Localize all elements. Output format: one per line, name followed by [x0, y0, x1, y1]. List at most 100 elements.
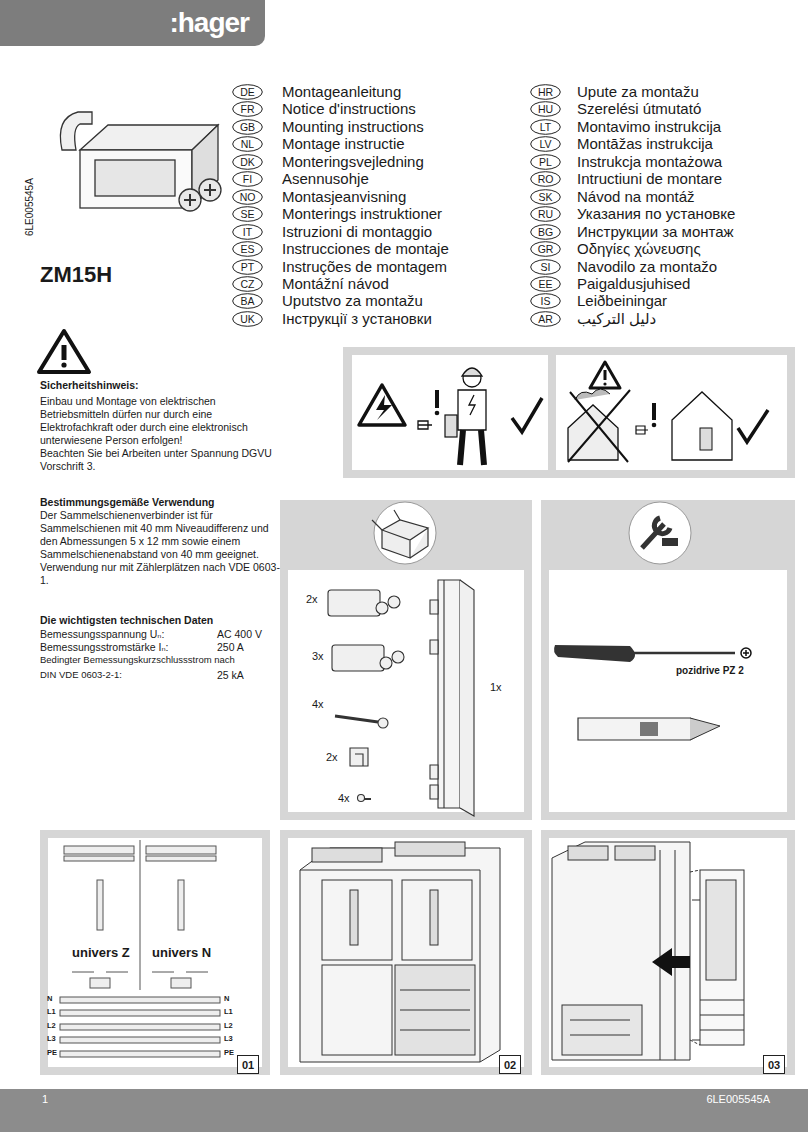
ellipse-outline [531, 277, 561, 292]
language-name: Montážní návod [282, 276, 389, 292]
product-image [60, 112, 221, 211]
ellipse-outline [233, 207, 263, 222]
ellipse-outline [531, 172, 561, 187]
language-entry: HR Upute za montažu [530, 84, 699, 100]
quantity-label: 1x [490, 680, 502, 694]
language-name: Montāžas instrukcija [577, 136, 713, 152]
language-name: Montage instructie [282, 136, 405, 152]
busbar-label: N [224, 994, 229, 1003]
step-number: 01 [237, 1055, 259, 1074]
language-entry: DE Montageanleitung [232, 84, 401, 100]
language-name: Указания по установке [577, 206, 735, 222]
busbar-label: L1 [47, 1007, 56, 1016]
language-name: Navodilo za montažo [577, 259, 717, 275]
language-name: Инструкции за монтаж [577, 224, 734, 240]
warning-symbol [39, 331, 89, 372]
language-code: HR [530, 84, 561, 100]
quantity-label: 4x [312, 697, 324, 711]
language-entry: SK Návod na montáž [530, 189, 695, 205]
language-code: RO [530, 171, 561, 187]
data-cell: 25 kA [217, 669, 244, 682]
step-number-text: 02 [504, 1059, 516, 1071]
language-name: Montageanleitung [282, 84, 401, 100]
language-code: RU [530, 206, 561, 222]
language-code: BG [530, 224, 561, 240]
busbar-label: L2 [224, 1021, 233, 1030]
ellipse-outline [233, 242, 263, 257]
board-label: univers Z [72, 945, 130, 961]
language-name: Instrukcja montażowa [577, 154, 722, 170]
language-name: Montasjeanvisning [282, 189, 406, 205]
language-name: Návod na montáž [577, 189, 695, 205]
language-code: LT [530, 119, 561, 135]
ellipse-outline [531, 137, 561, 152]
language-code: SI [530, 259, 561, 275]
language-name: Istruzioni di montaggio [282, 224, 432, 240]
safety-text: Beachten Sie bei Arbeiten unter Spannung… [40, 447, 280, 473]
language-code: UK [232, 311, 263, 327]
language-entry: BAUputstvo za montažu [232, 293, 423, 309]
language-code: PL [530, 154, 561, 170]
ellipse-outline [233, 189, 263, 204]
language-code: DE [232, 84, 263, 100]
safety-panel [343, 347, 795, 478]
language-entry: FRNotice d'instructions [232, 101, 416, 117]
language-code: FI [232, 171, 263, 187]
quantity-label: 2x [326, 750, 338, 764]
language-name: Mounting instructions [282, 119, 424, 135]
language-entry: GRΟδηγίες χώνευσης [530, 241, 701, 257]
document-code: 6LE005545A [706, 1093, 770, 1105]
footer-bar: 16LE005545A [0, 1089, 808, 1132]
language-entry: NOMontasjeanvisning [232, 189, 406, 205]
ellipse-outline [233, 294, 263, 309]
language-entry: SEMonterings instruktioner [232, 206, 442, 222]
language-name: Monterings instruktioner [282, 206, 442, 222]
step-panels [40, 830, 795, 1075]
language-name: Montavimo instrukcija [577, 119, 721, 135]
language-name: Monteringsvejledning [282, 154, 424, 170]
language-name: Upute za montažu [577, 84, 699, 100]
language-entry: HUSzerelési útmutató [530, 101, 701, 117]
language-entry: DK Monteringsvejledning [232, 154, 424, 170]
document-code: 6LE005545A [24, 178, 36, 236]
ellipse-outline [233, 154, 263, 169]
quantity-label: 4x [338, 791, 350, 805]
language-entry: SI Navodilo za montažo [530, 259, 717, 275]
safety-text: Einbau und Montage von elektrischen Betr… [40, 395, 280, 447]
language-code: EE [530, 276, 561, 292]
tool-label: pozidrive PZ 2 [676, 665, 744, 677]
language-code: GB [232, 119, 263, 135]
busbar-label: N [47, 994, 52, 1003]
step-number: 03 [763, 1055, 785, 1074]
language-code: BA [232, 293, 263, 309]
language-entry: NLMontage instructie [232, 136, 405, 152]
parts-panel [280, 500, 532, 820]
language-entry: ISLeiðbeiningar [530, 293, 667, 309]
ellipse-outline [531, 102, 561, 117]
busbar-label: PE [47, 1048, 57, 1057]
quantity-label: 3x [312, 649, 324, 663]
language-name: Інструкції з установки [282, 311, 432, 327]
data-cell: DIN VDE 0603-2-1: [40, 669, 122, 681]
tools-panel [541, 500, 795, 820]
section-heading: Sicherheitshinweis: [40, 379, 139, 392]
ellipse-outline [233, 277, 263, 292]
busbar-label: L3 [224, 1034, 233, 1043]
language-entry: LVMontāžas instrukcija [530, 136, 713, 152]
language-code: ES [232, 241, 263, 257]
language-code: SK [530, 189, 561, 205]
ellipse-outline [233, 102, 263, 117]
section-heading: Bestimmungsgemäße Verwendung [40, 496, 214, 509]
language-code: DK [232, 154, 263, 170]
language-name: Leiðbeiningar [577, 293, 667, 309]
data-cell: 250 A [217, 641, 244, 654]
ellipse-outline [531, 85, 561, 100]
usage-text: Der Sammelschienenverbinder ist für Samm… [40, 509, 280, 587]
logo-tab: :hager [0, 0, 265, 46]
language-entry: CZMontážní návod [232, 276, 389, 292]
ellipse-outline [531, 259, 561, 274]
language-entry: UK Інструкції з установки [232, 311, 432, 327]
ellipse-outline [531, 120, 561, 135]
language-entry: LT Montavimo instrukcija [530, 119, 721, 135]
